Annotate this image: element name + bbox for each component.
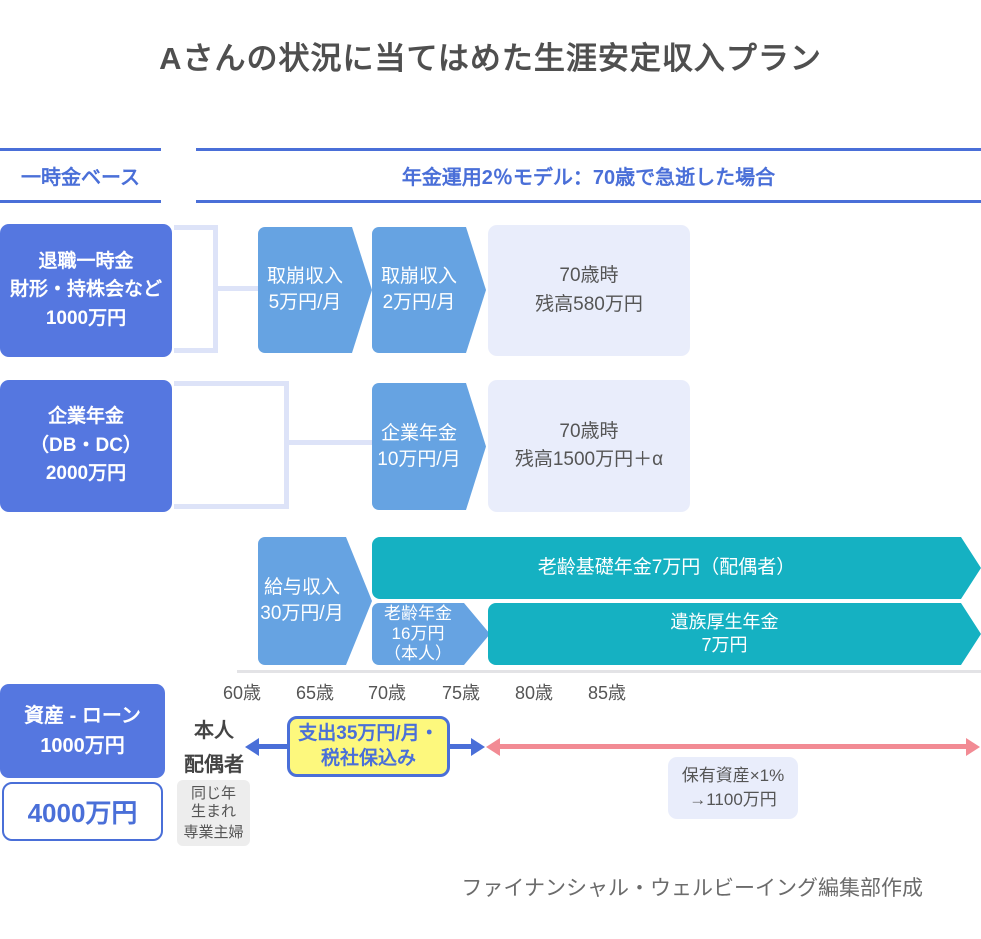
box-line: 2000万円 [45, 463, 127, 485]
corporate-pension-source-box: 企業年金 （DB・DC） 2000万円 [0, 380, 172, 512]
note-line: 保有資産×1% [681, 766, 785, 786]
arrow-line: （本人） [384, 644, 452, 664]
drawdown-arrow-1: 取崩収入 5万円/月 [258, 227, 372, 353]
credit-line: ファイナンシャル・ウェルビーイング編集部作成 [461, 877, 923, 900]
note-line: →1100万円 [689, 790, 777, 809]
arrow-line: 16万円 [391, 623, 445, 643]
page-title: Aさんの状況に当てはめた生涯安定収入プラン [159, 41, 822, 76]
connector-line [213, 225, 218, 353]
spouse-label: 配偶者 [184, 754, 244, 776]
arrow-line: 7万円 [701, 635, 748, 655]
spouse-note-box: 同じ年 生まれ 専業主婦 [177, 780, 250, 846]
section-header-lump-sum: 一時金ベース [0, 148, 161, 203]
arrow-line: 老齢基礎年金7万円（配偶者） [537, 557, 796, 579]
connector-line [174, 348, 218, 353]
connector-line [218, 286, 258, 291]
box-line: 企業年金 [47, 406, 124, 428]
arrow-line: 30万円/月 [260, 603, 344, 624]
arrow-line: 5万円/月 [268, 292, 342, 313]
note-line: 生まれ [190, 802, 236, 820]
spending-arrow-right-line [450, 744, 471, 749]
note-line: 同じ年 [190, 784, 236, 802]
connector-line [174, 504, 289, 509]
box-line: 財形・持株会など [9, 279, 162, 301]
range-left-arrowhead-icon [486, 738, 500, 756]
post70-range-line [499, 744, 967, 749]
age-label-65: 65歳 [295, 683, 335, 703]
box-line: 残高1500万円＋α [514, 449, 664, 470]
age-label-60: 60歳 [222, 683, 262, 703]
own-pension-arrow: 老齢年金 16万円 （本人） [372, 603, 490, 665]
box-line: 1000万円 [40, 735, 125, 757]
box-line: 資産 - ローン [24, 705, 141, 727]
spending-line: 税社保込み [320, 747, 416, 769]
person-label: 本人 [194, 720, 234, 742]
connector-line [289, 440, 372, 445]
arrow-line: 給与収入 [263, 577, 340, 599]
box-line: 70歳時 [559, 420, 619, 442]
arrow-line: 10万円/月 [377, 448, 461, 470]
connector-line [174, 225, 218, 230]
age-label-80: 80歳 [514, 683, 554, 703]
arrow-line: 企業年金 [380, 422, 457, 444]
retirement-source-box: 退職一時金 財形・持株会など 1000万円 [0, 224, 172, 357]
arrow-line: 取崩収入 [266, 266, 343, 288]
age-label-85: 85歳 [587, 683, 627, 703]
arrow-line: 老齢年金 [384, 603, 452, 623]
note-line: 専業主婦 [183, 823, 244, 841]
section-header-pension-model: 年金運用2％モデル：70歳で急逝した場合 [196, 148, 981, 203]
age-axis-line [237, 670, 981, 673]
connector-line [284, 381, 289, 509]
spending-box: 支出35万円/月・ 税社保込み [287, 716, 450, 777]
spouse-basic-pension-arrow: 老齢基礎年金7万円（配偶者） [372, 537, 981, 599]
drawdown-arrow-2: 取崩収入 2万円/月 [372, 227, 486, 353]
spending-line: 支出35万円/月・ [298, 722, 439, 744]
survivor-pension-arrow: 遺族厚生年金 7万円 [488, 603, 981, 665]
net-assets-box: 資産 - ローン 1000万円 [0, 684, 165, 778]
arrow-line: 遺族厚生年金 [670, 611, 779, 632]
range-right-arrowhead-icon [966, 738, 980, 756]
arrow-line: 取崩収入 [380, 266, 457, 288]
age-label-75: 75歳 [441, 683, 481, 703]
box-line: （DB・DC） [30, 434, 142, 456]
box-line: 70歳時 [559, 265, 619, 286]
age-label-70: 70歳 [367, 683, 407, 703]
spending-arrow-left-line [258, 744, 287, 749]
holdings-note-box: 保有資産×1% →1100万円 [668, 757, 798, 819]
left-arrowhead-icon [245, 738, 259, 756]
salary-income-arrow: 給与収入 30万円/月 [258, 537, 372, 665]
arrow-line: 2万円/月 [382, 292, 456, 313]
connector-line [174, 381, 289, 386]
box-line: 退職一時金 [38, 250, 134, 272]
box-line: 残高580万円 [535, 293, 643, 315]
total-assets-box: 4000万円 [2, 782, 163, 841]
balance-at-70-box: 70歳時 残高580万円 [488, 225, 690, 356]
corporate-balance-at-70-box: 70歳時 残高1500万円＋α [488, 380, 690, 512]
corporate-pension-arrow: 企業年金 10万円/月 [372, 383, 486, 510]
right-arrowhead-icon [471, 738, 485, 756]
box-line: 1000万円 [45, 307, 127, 329]
